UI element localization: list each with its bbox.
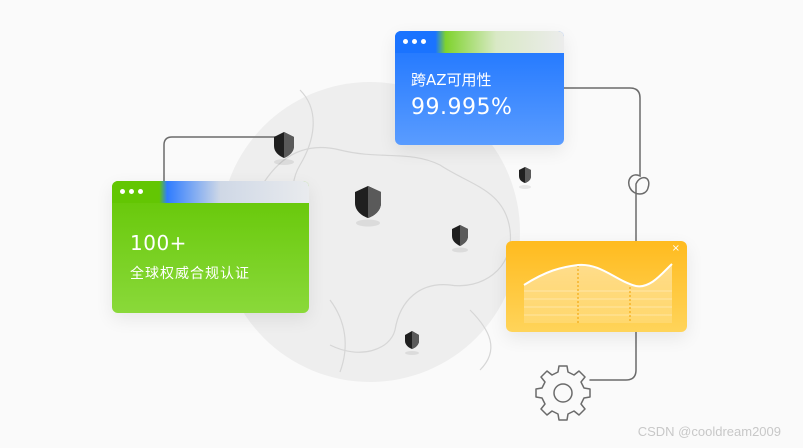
shield-icon — [355, 186, 381, 227]
window-dots — [120, 189, 143, 194]
connector-lines — [163, 87, 650, 381]
certification-card: 100+ 全球权威合规认证 — [112, 181, 309, 313]
window-dot — [120, 189, 125, 194]
close-icon: × — [671, 243, 680, 254]
shield-icon — [519, 167, 531, 189]
wave-line — [523, 263, 673, 288]
wave-area — [524, 264, 672, 323]
mini-wave-chart — [523, 263, 673, 323]
shield-icon — [452, 225, 468, 253]
window-dots — [403, 39, 426, 44]
chart-dividers — [577, 265, 631, 323]
availability-value: 99.995% — [411, 95, 513, 120]
window-dot — [138, 189, 143, 194]
certification-label: 全球权威合规认证 — [130, 266, 250, 282]
window-dot — [403, 39, 408, 44]
certification-count: 100+ — [130, 231, 187, 255]
availability-card: 跨AZ可用性 99.995% — [395, 31, 564, 145]
window-dot — [412, 39, 417, 44]
watermark: CSDN @cooldream2009 — [637, 424, 781, 439]
card-titlebar — [112, 181, 309, 203]
window-dot — [129, 189, 134, 194]
chart-gridlines — [524, 290, 672, 316]
gear-icon — [535, 365, 591, 421]
shield-icon — [274, 132, 294, 165]
chart-card: × — [506, 241, 687, 332]
window-dot — [421, 39, 426, 44]
card-titlebar — [395, 31, 564, 53]
shield-icon — [405, 331, 419, 355]
availability-label: 跨AZ可用性 — [411, 71, 492, 89]
